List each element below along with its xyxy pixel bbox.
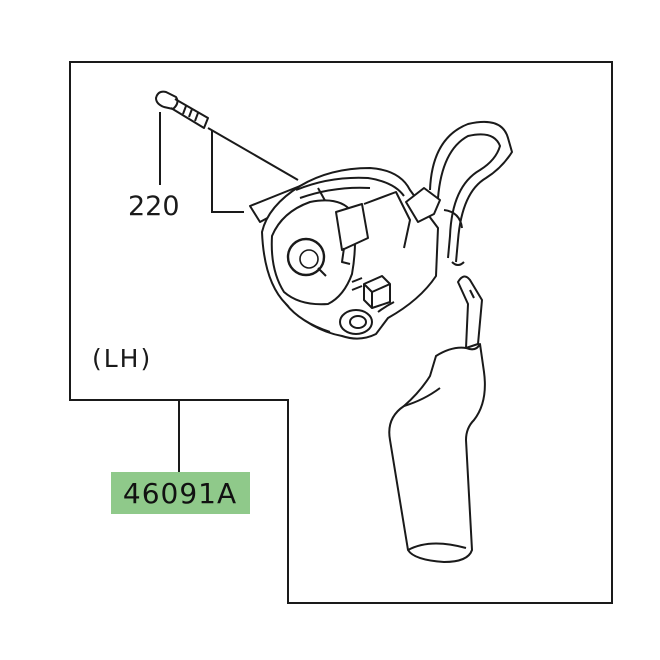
part-number-highlight [111, 472, 250, 514]
wire-harness [388, 275, 486, 563]
bolt-callout-leader [159, 112, 299, 213]
bolt [155, 90, 209, 129]
diagram-frame [69, 61, 613, 604]
switch-housing [249, 167, 441, 340]
side-indicator-label: (LH) [92, 344, 152, 373]
switch-cable-loop [429, 120, 513, 266]
part-number-label[interactable]: 46091A [123, 477, 237, 510]
bolt-callout-number: 220 [128, 191, 180, 222]
